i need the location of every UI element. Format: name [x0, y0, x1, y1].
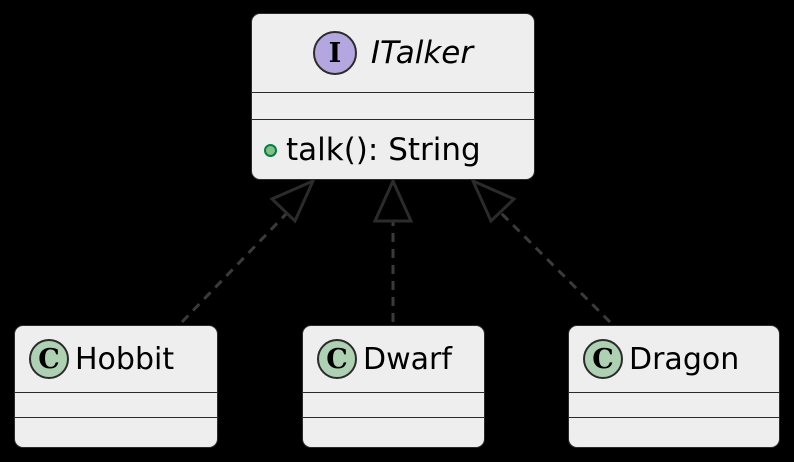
compartment-divider: [303, 392, 484, 393]
realization-line-dragon: [498, 210, 612, 324]
realization-hobbit-to-italker: [180, 178, 316, 324]
class-attributes-compartment-dragon: [569, 393, 779, 417]
hollow-triangle-arrowhead-hobbit: [269, 178, 316, 224]
compartment-divider: [252, 119, 534, 120]
realization-dwarf-to-italker: [372, 177, 414, 322]
class-stereotype-icon: C: [583, 339, 623, 379]
class-header-dwarf: C Dwarf: [303, 326, 484, 392]
realization-line-hobbit: [180, 210, 290, 324]
class-box-hobbit[interactable]: C Hobbit: [14, 325, 218, 448]
class-stereotype-icon: C: [317, 339, 357, 379]
compartment-divider: [15, 417, 217, 418]
realization-dragon-to-italker: [470, 178, 612, 324]
interface-header: I ITalker: [252, 14, 534, 92]
class-name-hobbit: Hobbit: [75, 341, 175, 377]
interface-methods-compartment: talk(): String: [252, 120, 534, 179]
compartment-divider: [15, 392, 217, 393]
method-signature: talk(): String: [286, 132, 481, 168]
class-name-dwarf: Dwarf: [363, 341, 452, 377]
class-header-hobbit: C Hobbit: [15, 326, 217, 392]
class-header-dragon: C Dragon: [569, 326, 779, 392]
interface-attributes-compartment: [252, 93, 534, 119]
class-stereotype-icon: C: [29, 339, 69, 379]
class-attributes-compartment-dwarf: [303, 393, 484, 417]
hollow-triangle-arrowhead-dwarf: [372, 177, 414, 223]
compartment-divider: [569, 392, 779, 393]
class-name-dragon: Dragon: [629, 341, 740, 377]
class-methods-compartment-dragon: [569, 418, 779, 446]
hollow-triangle-arrowhead-dragon: [470, 178, 517, 224]
class-box-dragon[interactable]: C Dragon: [568, 325, 780, 448]
public-visibility-marker: [264, 143, 277, 157]
interface-box-italker[interactable]: I ITalker talk(): String: [251, 13, 535, 180]
class-attributes-compartment-hobbit: [15, 393, 217, 417]
compartment-divider: [569, 417, 779, 418]
compartment-divider: [303, 417, 484, 418]
class-methods-compartment-hobbit: [15, 418, 217, 446]
interface-name: ITalker: [370, 35, 474, 71]
class-box-dwarf[interactable]: C Dwarf: [302, 325, 485, 448]
interface-stereotype-icon: I: [312, 31, 357, 75]
class-methods-compartment-dwarf: [303, 418, 484, 446]
compartment-divider: [252, 92, 534, 93]
